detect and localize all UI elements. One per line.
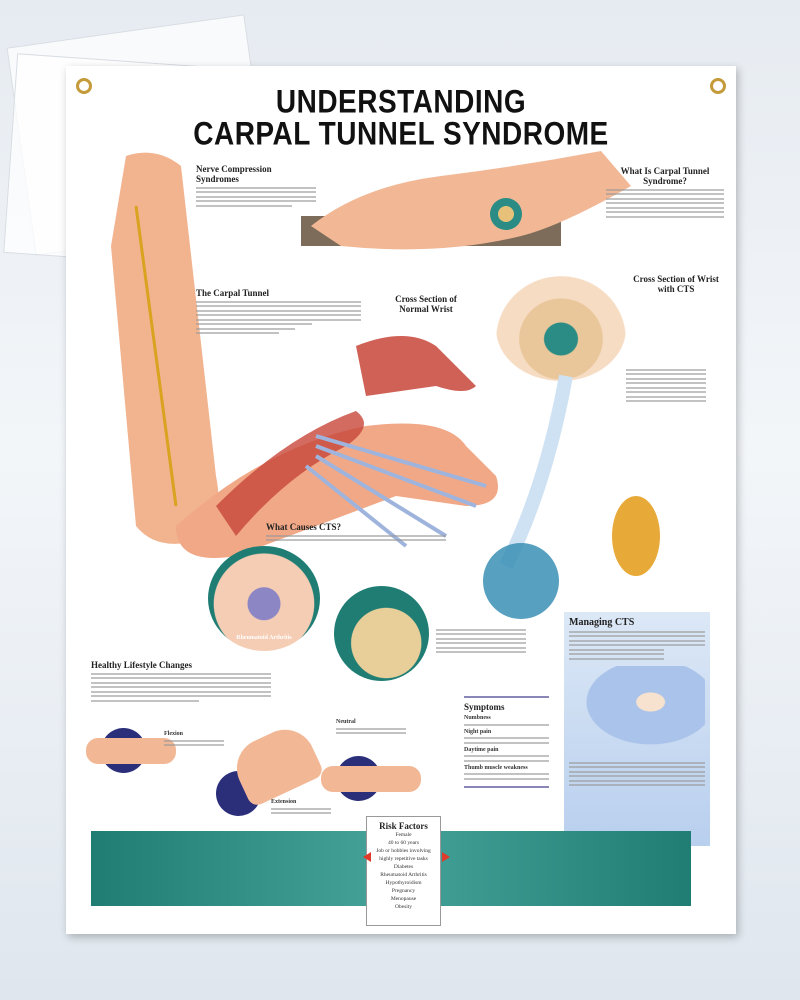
risk-factor-item: Job or hobbies involving: [376, 848, 431, 854]
what-causes-heading: What Causes CTS?: [266, 522, 342, 532]
grommet-right: [710, 78, 726, 94]
arrow-left-icon: [358, 852, 371, 862]
neutral-caption: Neutral: [336, 716, 406, 737]
carpal-tunnel-heading: The Carpal Tunnel: [196, 288, 270, 298]
symptom-item: Thumb muscle weakness: [464, 764, 528, 771]
symptom-item: Numbness: [464, 715, 491, 721]
other-causes-text: [436, 626, 526, 656]
arrow-right-icon: [442, 852, 455, 862]
title-line-2: CARPAL TUNNEL SYNDROME: [193, 115, 609, 152]
rheumatoid-label: Rheumatoid Arthritis: [236, 635, 292, 641]
flexion-hand: [86, 738, 176, 764]
carpal-tunnel-section: The Carpal Tunnel: [196, 288, 361, 337]
sleeping-woman-image: [569, 665, 705, 756]
extension-label: Extension: [271, 799, 297, 805]
risk-factor-item: Female: [395, 832, 412, 838]
cross-cts-heading: Cross Section of Wrist with CTS: [633, 274, 719, 294]
healthy-lifestyle-section: Healthy Lifestyle Changes: [91, 660, 271, 704]
neutral-label: Neutral: [336, 719, 356, 725]
title-line-1: UNDERSTANDING: [275, 83, 527, 120]
what-causes-section: What Causes CTS?: [266, 522, 446, 544]
poster: UNDERSTANDING CARPAL TUNNEL SYNDROME Ner…: [66, 66, 736, 934]
managing-cts-panel: Managing CTS: [564, 612, 710, 846]
arm-illustration: [111, 152, 498, 558]
nerve-compression-section: Nerve Compression Syndromes: [196, 164, 316, 209]
flexion-caption: Flexion: [164, 728, 224, 749]
risk-factors-heading: Risk Factors: [379, 821, 428, 831]
managing-cts-heading: Managing CTS: [569, 617, 635, 628]
risk-factor-item: Hypothyroidism: [385, 880, 422, 886]
cross-normal-heading: Cross Section of Normal Wrist: [395, 294, 457, 314]
risk-factor-item: Menopause: [390, 896, 417, 902]
symptoms-section: Symptoms Numbness Night pain Daytime pai…: [464, 696, 549, 788]
symptom-item: Daytime pain: [464, 746, 499, 753]
repetitive-motion-image: [334, 586, 429, 681]
healthy-lifestyle-heading: Healthy Lifestyle Changes: [91, 660, 192, 670]
hand-top-illustration: [301, 151, 631, 250]
what-is-heading: What Is Carpal Tunnel Syndrome?: [620, 166, 710, 186]
symptoms-heading: Symptoms: [464, 702, 505, 712]
risk-factor-item: Obesity: [394, 904, 413, 910]
cross-section-cts-image: [496, 276, 626, 381]
extension-caption: Extension: [271, 796, 331, 817]
nerve-compression-heading: Nerve Compression Syndromes: [196, 164, 272, 184]
grommet-left: [76, 78, 92, 94]
neutral-hand: [321, 766, 421, 792]
risk-factor-item: Rheumatoid Arthritis: [380, 872, 427, 878]
rheumatoid-arthritis-image: Rheumatoid Arthritis: [208, 546, 320, 651]
risk-factor-item: 40 to 60 years: [387, 840, 419, 846]
risk-factor-item: Diabetes: [393, 864, 414, 870]
risk-factors-box: Risk Factors Female 40 to 60 years Job o…: [366, 816, 441, 926]
cts-text: [626, 366, 706, 405]
what-is-section: What Is Carpal Tunnel Syndrome?: [606, 166, 724, 220]
nerve-tube-illustration: [483, 374, 660, 619]
risk-factor-item: Pregnancy: [391, 888, 416, 894]
flexion-label: Flexion: [164, 731, 183, 737]
symptom-item: Night pain: [464, 728, 492, 735]
risk-factor-item: highly repetitive tasks: [379, 856, 428, 862]
